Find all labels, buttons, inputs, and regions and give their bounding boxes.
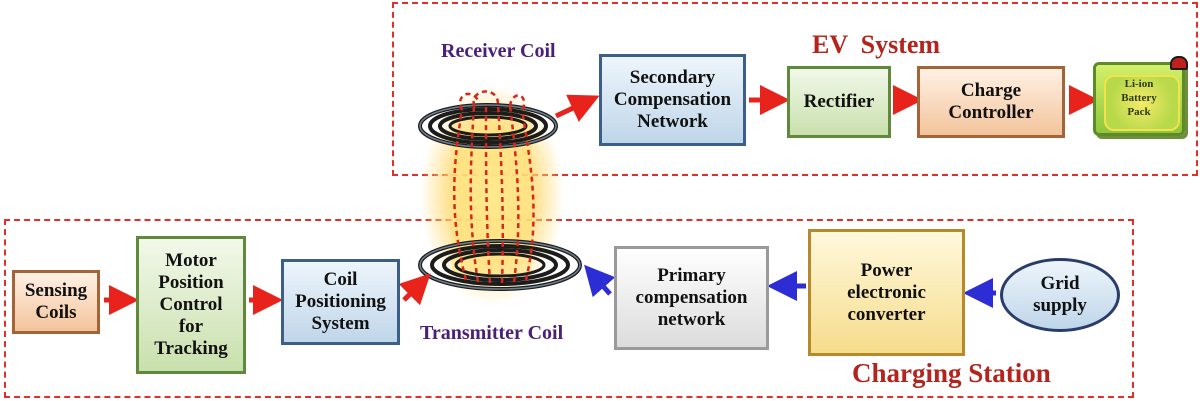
power-electronic-converter-label: Power electronic converter: [847, 259, 926, 325]
battery-terminal-icon: [1170, 56, 1188, 70]
coil-positioning-system-block: Coil Positioning System: [281, 259, 400, 345]
ev-system-region: [392, 2, 1198, 176]
primary-compensation-network-block: Primary compensation network: [614, 246, 769, 350]
battery-pack-icon: Li-ion Battery Pack: [1093, 62, 1185, 136]
motor-position-control-label: Motor Position Control for Tracking: [154, 250, 228, 359]
receiver-coil-label: Receiver Coil: [441, 40, 556, 62]
sensing-coils-block: Sensing Coils: [12, 270, 100, 334]
grid-supply-label: Grid supply: [1033, 273, 1087, 316]
magnetic-field-lines: [453, 90, 535, 284]
charge-controller-block: Charge Controller: [917, 66, 1065, 138]
secondary-compensation-network-block: Secondary Compensation Network: [599, 54, 746, 146]
arrow-primary-to-transmitter: [584, 264, 616, 298]
battery-hex-pattern: [1104, 75, 1180, 131]
charging-station-title: Charging Station: [852, 358, 1051, 388]
coil-positioning-system-label: Coil Positioning System: [295, 269, 386, 334]
battery-label: Li-ion Battery Pack: [1121, 78, 1157, 118]
receiver-coil-icon: [418, 103, 558, 149]
grid-supply-block: Grid supply: [1000, 258, 1120, 332]
primary-compensation-network-label: Primary compensation network: [635, 265, 748, 330]
charge-controller-label: Charge Controller: [948, 80, 1034, 123]
transmitter-coil-icon: [418, 239, 582, 291]
transmitter-coil-label: Transmitter Coil: [420, 322, 564, 344]
ev-system-title: EV System: [812, 30, 941, 59]
motor-position-control-block: Motor Position Control for Tracking: [136, 236, 246, 374]
arrow-receiver-to-secondary: [554, 94, 600, 122]
secondary-compensation-network-label: Secondary Compensation Network: [613, 67, 732, 132]
sensing-coils-label: Sensing Coils: [24, 280, 88, 323]
power-electronic-converter-block: Power electronic converter: [808, 229, 965, 356]
rectifier-label: Rectifier: [803, 91, 875, 112]
arrow-positioning-to-transmitter: [398, 273, 431, 306]
charging-station-region: [4, 219, 1134, 398]
rectifier-block: Rectifier: [787, 66, 891, 138]
